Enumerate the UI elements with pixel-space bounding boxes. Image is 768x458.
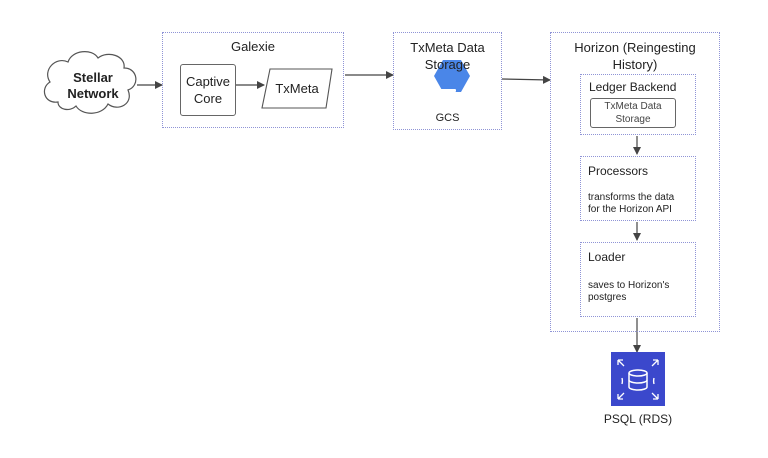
rds-icon bbox=[611, 352, 665, 406]
ledger-backend-inner-label: TxMeta Data Storage bbox=[590, 100, 676, 126]
processors-desc: transforms the data for the Horizon API bbox=[588, 192, 674, 216]
gcs-icon bbox=[434, 60, 470, 97]
ledger-backend-inner-box bbox=[590, 98, 676, 128]
loader-box bbox=[580, 242, 696, 317]
ledger-backend-box bbox=[580, 74, 696, 135]
txmeta-storage-title-line2: Storage bbox=[424, 57, 471, 72]
txmeta-storage-title: TxMeta Data Storage bbox=[393, 39, 502, 73]
captive-core-box bbox=[180, 64, 236, 116]
loader-desc-line2: postgres bbox=[588, 292, 627, 303]
gcs-label: GCS bbox=[435, 112, 460, 124]
stellar-network-label: Stellar Network bbox=[60, 70, 126, 102]
processors-box bbox=[580, 156, 696, 221]
captive-core-label: Captive Core bbox=[180, 73, 236, 107]
horizon-title: Horizon (Reingesting History) bbox=[550, 39, 720, 73]
stellar-network-line1: Stellar bbox=[73, 70, 113, 85]
horizon-title-line1: Horizon (Reingesting bbox=[574, 40, 696, 55]
txmeta-storage-group bbox=[393, 32, 502, 130]
txmeta-label: TxMeta bbox=[275, 81, 319, 96]
captive-core-line1: Captive bbox=[185, 74, 231, 89]
captive-core-line2: Core bbox=[193, 91, 223, 106]
galexie-title: Galexie bbox=[230, 39, 276, 54]
horizon-title-line2: History) bbox=[612, 57, 658, 72]
txmeta-storage-title-line1: TxMeta Data bbox=[410, 40, 485, 55]
horizon-group bbox=[550, 32, 720, 332]
loader-desc: saves to Horizon's postgres bbox=[588, 280, 669, 304]
stellar-network-cloud bbox=[43, 51, 137, 114]
loader-title: Loader bbox=[588, 250, 626, 264]
loader-desc-line1: saves to Horizon's bbox=[588, 280, 670, 291]
stellar-network-line2: Network bbox=[67, 86, 119, 101]
galexie-group bbox=[162, 32, 344, 128]
ledger-backend-title: Ledger Backend bbox=[589, 80, 677, 94]
ledger-backend-inner-line2: Storage bbox=[615, 114, 651, 125]
processors-desc-line2: for the Horizon API bbox=[588, 204, 672, 215]
psql-label: PSQL (RDS) bbox=[603, 412, 673, 426]
txmeta-shape bbox=[261, 68, 333, 109]
ledger-backend-inner-line1: TxMeta Data bbox=[604, 101, 662, 112]
processors-desc-line1: transforms the data bbox=[588, 192, 675, 203]
processors-title: Processors bbox=[588, 164, 649, 178]
arrow-storage-to-horizon bbox=[501, 75, 551, 84]
